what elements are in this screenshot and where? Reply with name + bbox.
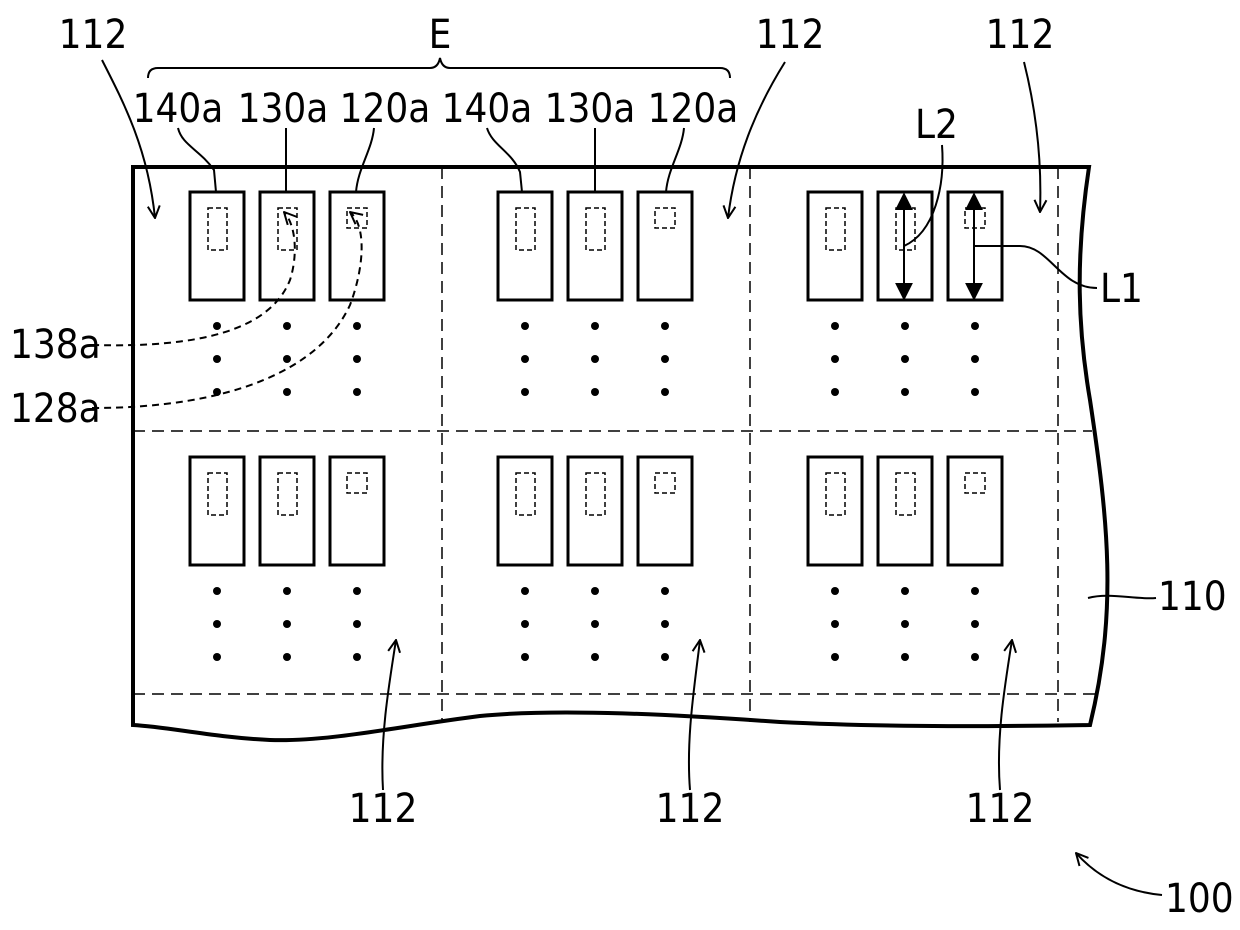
dot <box>901 587 909 595</box>
chip-120a-label: 120a <box>340 86 431 132</box>
dot <box>661 653 669 661</box>
dot <box>591 322 599 330</box>
unit-112-arrow <box>102 60 155 218</box>
dot <box>591 355 599 363</box>
dot <box>591 388 599 396</box>
dot <box>283 620 291 628</box>
dot <box>521 322 529 330</box>
dot <box>661 388 669 396</box>
chip-140a-label: 140a <box>133 86 224 132</box>
dot <box>901 322 909 330</box>
leader-140a <box>487 128 522 192</box>
dot <box>971 388 979 396</box>
chip-120a-label: 120a <box>648 86 739 132</box>
dot <box>521 620 529 628</box>
pad-128a-label: 128a <box>10 386 101 432</box>
dot <box>353 388 361 396</box>
unit-112-arrow <box>382 640 396 790</box>
region-e-bracket <box>148 58 730 78</box>
dot <box>353 322 361 330</box>
dot <box>213 620 221 628</box>
wafer-100-arrow <box>1076 853 1162 895</box>
dot <box>283 322 291 330</box>
pad-138a-label: 138a <box>10 322 101 368</box>
dot <box>831 322 839 330</box>
dot <box>353 653 361 661</box>
dot <box>661 322 669 330</box>
substrate-110-label: 110 <box>1158 574 1227 620</box>
leader-120a <box>666 128 684 192</box>
dot <box>283 355 291 363</box>
dot <box>521 355 529 363</box>
unit-112-label: 112 <box>59 12 128 58</box>
dot <box>831 355 839 363</box>
dot <box>213 587 221 595</box>
dot <box>591 653 599 661</box>
substrate-110-leader <box>1088 596 1156 599</box>
dot <box>831 653 839 661</box>
unit-112-arrow <box>1024 62 1040 212</box>
length-l1-label: L1 <box>1100 266 1143 312</box>
dot <box>283 388 291 396</box>
region-e-label: E <box>429 12 452 58</box>
dot <box>971 322 979 330</box>
dot <box>901 388 909 396</box>
chip-140a-label: 140a <box>442 86 533 132</box>
unit-112-label: 112 <box>349 786 418 832</box>
dot <box>971 355 979 363</box>
dot <box>521 587 529 595</box>
dot <box>901 653 909 661</box>
dot <box>661 587 669 595</box>
dot <box>831 587 839 595</box>
dot <box>831 388 839 396</box>
dot <box>971 653 979 661</box>
dot <box>831 620 839 628</box>
unit-112-label: 112 <box>656 786 725 832</box>
dot <box>213 355 221 363</box>
chip-130a-label: 130a <box>238 86 329 132</box>
unit-112-arrow <box>999 640 1012 790</box>
leader-120a <box>356 128 374 192</box>
dot <box>521 653 529 661</box>
leader-140a <box>178 128 216 192</box>
unit-112-label: 112 <box>986 12 1055 58</box>
chip-array <box>190 192 1002 565</box>
dot <box>521 388 529 396</box>
dot <box>213 653 221 661</box>
dot <box>283 587 291 595</box>
dot <box>283 653 291 661</box>
dot <box>901 355 909 363</box>
dot <box>353 620 361 628</box>
length-l2-label: L2 <box>915 102 958 148</box>
dot <box>353 587 361 595</box>
chip-130a-label: 130a <box>545 86 636 132</box>
unit-112-label: 112 <box>966 786 1035 832</box>
unit-112-label: 112 <box>756 12 825 58</box>
dot <box>971 587 979 595</box>
dot <box>213 322 221 330</box>
dot <box>971 620 979 628</box>
dot <box>661 620 669 628</box>
dot <box>591 620 599 628</box>
dot <box>901 620 909 628</box>
dot <box>353 355 361 363</box>
dot <box>591 587 599 595</box>
dot <box>661 355 669 363</box>
wafer-100-label: 100 <box>1165 876 1234 922</box>
